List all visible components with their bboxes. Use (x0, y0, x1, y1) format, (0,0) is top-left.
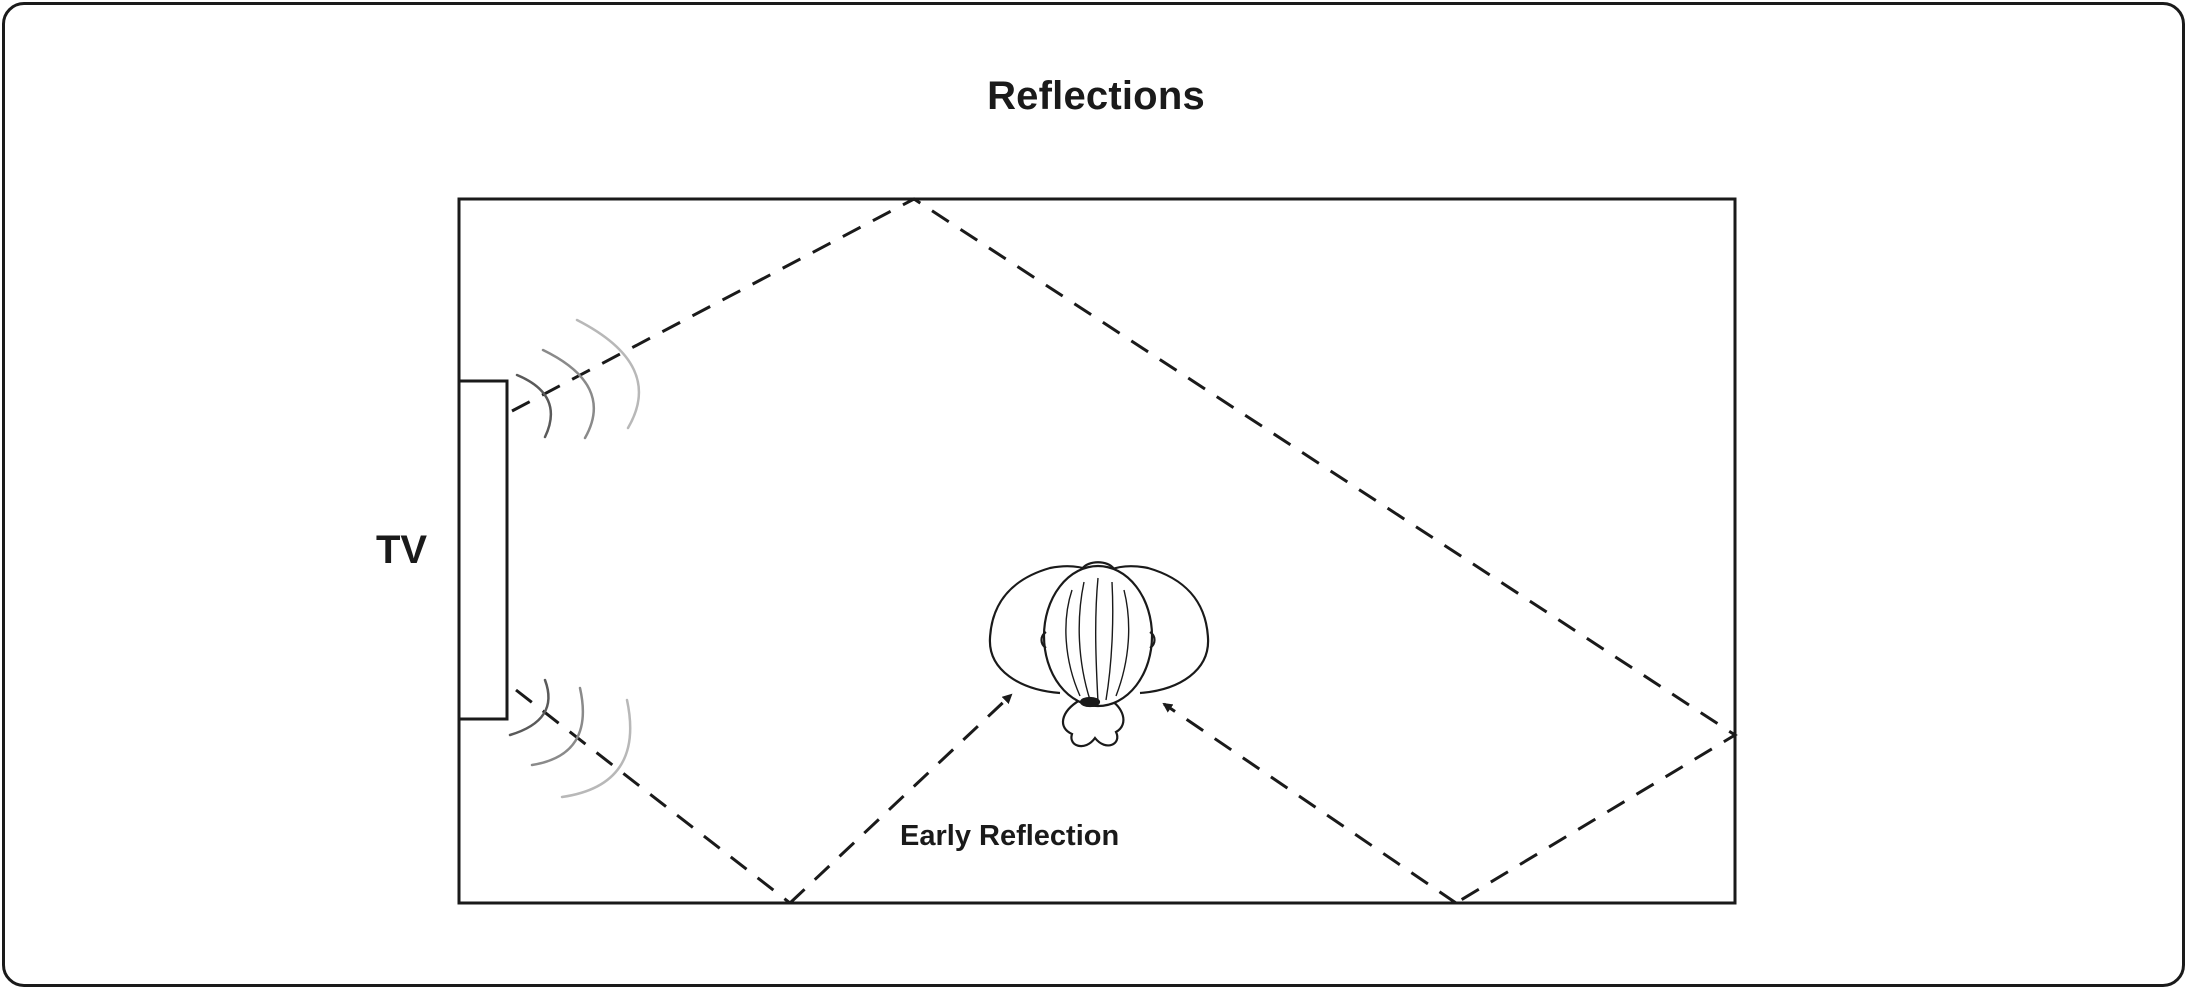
room-outline (457, 197, 1737, 905)
sound-wave-icon (515, 318, 641, 440)
reflection-arrow-long (1162, 702, 1457, 905)
reflection-path-early (515, 688, 791, 905)
diagram-title: Reflections (987, 74, 1205, 118)
early-reflection-label: Early Reflection (900, 820, 1120, 852)
listener-head-icon (988, 561, 1210, 748)
tv-label: TV (376, 528, 428, 572)
reflection-arrow-early (788, 693, 1013, 905)
tv-box (457, 379, 509, 721)
reflection-path-long (511, 197, 1738, 905)
sound-wave-icon (508, 678, 632, 799)
